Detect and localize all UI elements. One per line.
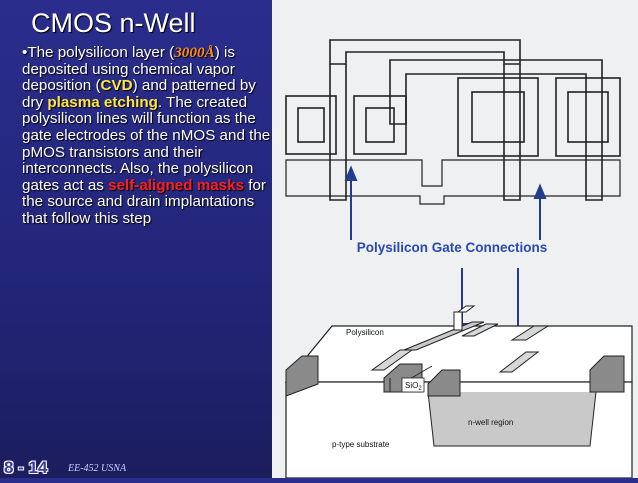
course-label: EE-452 USNA [68, 463, 127, 474]
self-aligned-term: self-aligned masks [108, 176, 245, 194]
poly-gate-left [329, 64, 347, 201]
body-seg-3: ) and patterned by dry [22, 77, 256, 111]
label-sio2-sub: 2 [418, 386, 422, 392]
sio2-label-box [401, 377, 425, 393]
figure-svg: Polysilicon Gate Connections [284, 39, 633, 479]
layout-drawing [285, 39, 621, 205]
layout-arrowhead-1 [344, 165, 358, 181]
layout-cell-4 [555, 77, 621, 157]
layout-cell-4-inner [567, 91, 609, 143]
poly-gate-right-front [498, 351, 540, 373]
cross-section: Polysilicon SiO2 n-well region p-type su… [284, 305, 633, 479]
label-sio2: SiO2 [405, 381, 422, 392]
poly-line-mid [389, 59, 603, 201]
poly-gate-left-section [461, 323, 499, 337]
layout-cell-1-inner [297, 107, 325, 143]
plasma-term: plasma etching [47, 93, 158, 111]
thickness-value: 3000Å [174, 44, 215, 61]
layout-arrows [344, 165, 547, 240]
footer: 8 - 14 EE-452 USNA [0, 458, 270, 478]
layout-cell-2-inner [365, 107, 395, 143]
figure-caption: Polysilicon Gate Connections [357, 240, 548, 255]
figure-panel: Polysilicon Gate Connections [272, 0, 638, 479]
slide-title: CMOS n-Well [31, 8, 196, 38]
layout-cell-1 [285, 95, 337, 155]
body-seg-4: . The created polysilicon lines will fun… [22, 93, 271, 194]
body-seg-1: •The polysilicon layer ( [22, 44, 175, 61]
layout-arrowhead-2 [533, 183, 547, 199]
poly-gate-right-a [503, 64, 521, 201]
poly-line-bottom [285, 159, 621, 205]
field-oxide-left [285, 355, 319, 397]
field-oxide-mid-b [427, 369, 461, 397]
label-nwell: n-well region [468, 418, 513, 427]
poly-line-top [329, 39, 521, 65]
cvd-term: CVD [100, 77, 133, 95]
poly-gate-right-section [510, 325, 550, 341]
label-sio2-main: SiO [405, 381, 418, 390]
poly-gate-left-front [370, 349, 414, 371]
slide-number: 8 - 14 [4, 458, 48, 477]
nwell-region [427, 391, 597, 447]
label-polysilicon: Polysilicon [346, 328, 384, 337]
body-seg-5: for the source and drain implantations t… [22, 176, 266, 227]
body-text: •The polysilicon layer (3000Å) is deposi… [22, 44, 272, 228]
poly-contact-post [453, 311, 463, 331]
body-seg-2: ) is deposited using chemical vapor depo… [22, 44, 235, 95]
poly-contact-cap [456, 305, 476, 313]
layout-cell-3-inner [471, 91, 525, 143]
layout-cell-3 [457, 77, 539, 157]
label-substrate: p-type substrate [332, 440, 390, 449]
layout-cell-2 [353, 95, 407, 155]
field-oxide-right [589, 355, 625, 393]
